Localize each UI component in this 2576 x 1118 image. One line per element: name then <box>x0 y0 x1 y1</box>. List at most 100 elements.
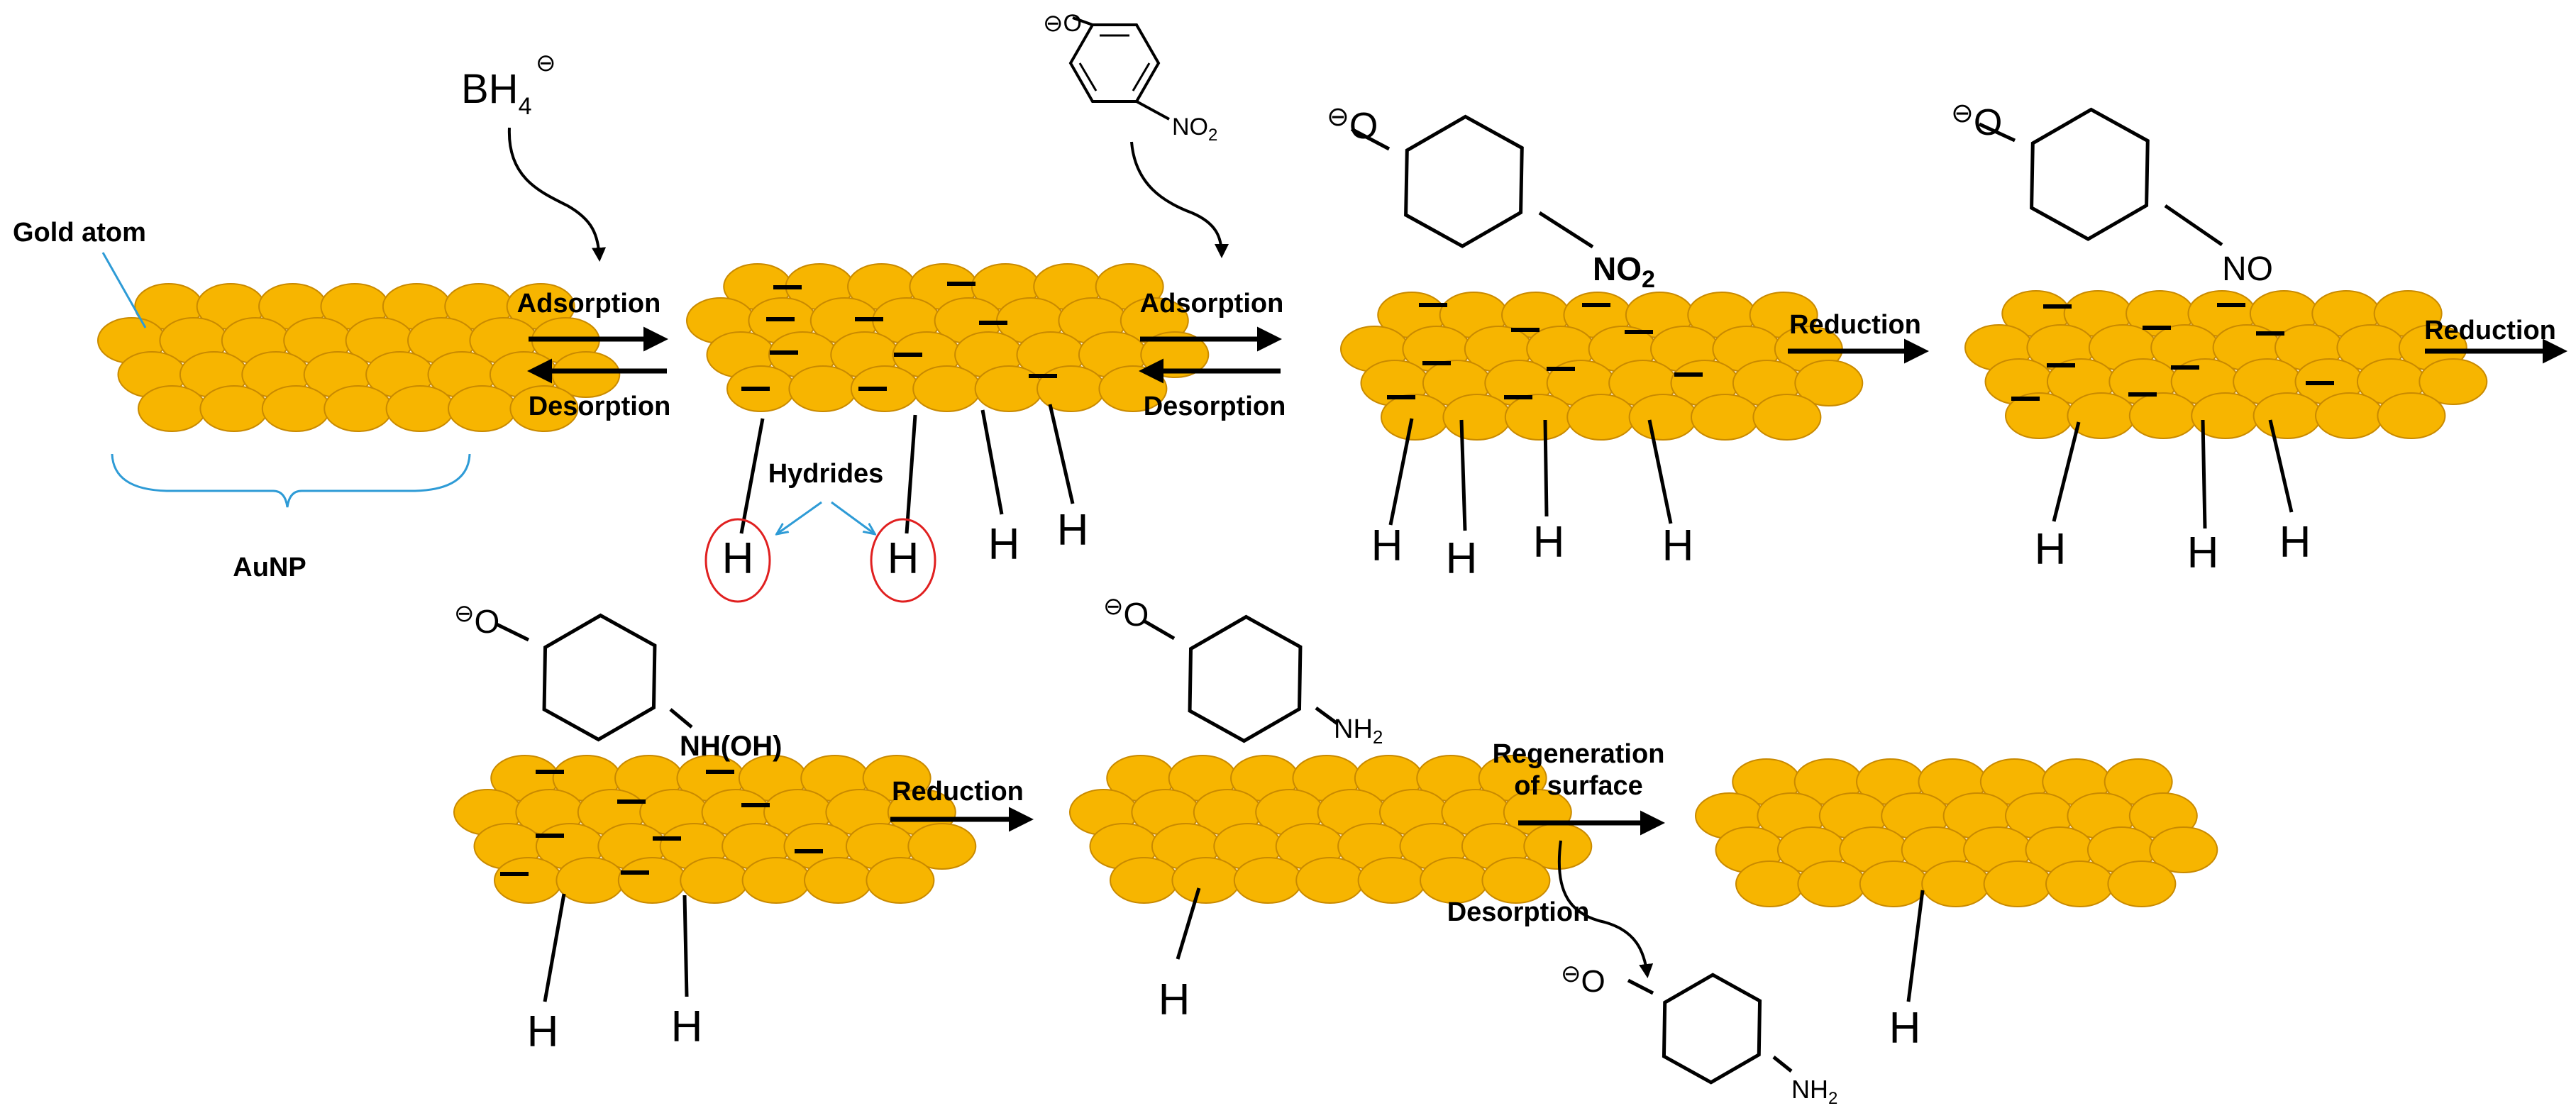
gold-atom <box>551 351 621 398</box>
gold-atom <box>509 385 579 432</box>
gold-atom <box>1921 860 1991 907</box>
ring-substituent-bond <box>669 708 693 729</box>
aunp-label: AuNP <box>233 553 306 582</box>
regeneration-label-line2: of surface <box>1514 771 1643 801</box>
hydrides-pointer-left <box>778 501 822 533</box>
ring-substituent-bond <box>1772 1056 1793 1073</box>
hydrogen-atom: H <box>2187 528 2219 577</box>
gold-atom <box>2315 392 2384 439</box>
gold-atom <box>1481 857 1551 904</box>
gold-atom <box>1381 394 1449 441</box>
equilibrium-arrows-2: Adsorption Desorption <box>1139 289 1286 421</box>
reduction-arrow-2: Reduction <box>2424 316 2567 364</box>
gold-atom <box>866 857 935 904</box>
hydride-bond <box>2268 419 2294 513</box>
ring-double-bond <box>1132 62 1151 92</box>
desorption-label-3: Desorption <box>1447 897 1590 927</box>
gold-atom <box>1859 860 1928 907</box>
gold-atom <box>1797 860 1867 907</box>
benzene-ring <box>1662 973 1762 1085</box>
gold-atom <box>680 857 749 904</box>
gold-atom <box>2419 358 2488 405</box>
borohydride-curved-arrow <box>507 127 607 262</box>
adsorbed-nitrophenolate: ⊖O NO2 <box>1327 102 1655 293</box>
benzene-ring <box>1188 614 1303 743</box>
hydride-bond <box>980 409 1004 515</box>
ring-substituent-bond <box>495 622 530 642</box>
gold-atom <box>974 365 1044 412</box>
gold-atom <box>1420 857 1488 904</box>
ring-double-bond <box>1078 62 1098 92</box>
nitrophenolate-curved-arrow <box>1130 141 1229 258</box>
adsorbed-hydroxylamine: ⊖O NH(OH) <box>454 600 782 762</box>
gold-atom <box>1752 394 1822 441</box>
hydride-bond <box>1647 419 1673 524</box>
reduction-arrow-3: Reduction <box>890 777 1034 832</box>
aminophenolate-product: ⊖O NH2 <box>1561 961 1837 1108</box>
hydride-bond <box>543 893 566 1002</box>
gold-atom <box>1566 394 1636 441</box>
gold-atom <box>138 385 206 432</box>
stage-hydride-surface: Hydrides <box>704 459 936 603</box>
nitroso-group: NO <box>2222 250 2273 288</box>
gold-atom <box>1628 394 1698 441</box>
amine-group-product: NH2 <box>1791 1075 1837 1108</box>
aunp-brace <box>111 453 471 508</box>
benzene-ring <box>542 613 657 742</box>
phenolate-oxygen: ⊖O <box>1043 10 1082 37</box>
gold-atom <box>2252 392 2322 439</box>
borohydride-group: BH4 ⊖ <box>461 50 607 262</box>
gold-atom <box>1295 857 1365 904</box>
hydride-bond <box>2052 421 2081 522</box>
gold-atom <box>2149 826 2218 873</box>
ring-substituent-bond <box>1315 706 1339 726</box>
nitrophenolate-free: ⊖O NO2 <box>1043 10 1229 258</box>
hydrogen-atom: H <box>988 520 1020 569</box>
gold-atom <box>1504 394 1574 441</box>
hydride-highlight-circle <box>704 518 771 603</box>
phenolate-oxygen: ⊖O <box>1327 102 1378 147</box>
hydrides-pointer-right <box>831 501 874 533</box>
gold-nanoparticle <box>1964 290 2488 439</box>
desorption-label-2: Desorption <box>1144 392 1286 421</box>
hydrides-label: Hydrides <box>768 459 884 489</box>
phenolate-oxygen: ⊖O <box>454 600 499 640</box>
equilibrium-arrows-1: Adsorption Desorption <box>517 289 671 421</box>
adsorbed-aminophenolate: ⊖O NH2 <box>1103 593 1383 748</box>
gold-atom <box>1037 365 1105 412</box>
borohydride-formula: BH4 <box>461 66 532 120</box>
ring-substituent-bond <box>1072 16 1093 26</box>
hydrogen-atom: H <box>671 1002 703 1051</box>
regeneration-label-line1: Regeneration <box>1493 739 1665 769</box>
ring-substituent-bond <box>1538 211 1594 249</box>
hydrogen-atom: H <box>888 534 919 583</box>
desorption-label-1: Desorption <box>529 392 671 421</box>
gold-atom <box>2128 392 2198 439</box>
gold-atom <box>1691 394 1759 441</box>
ring-substituent-bond <box>2164 204 2223 247</box>
stage-bare-aunp: Gold atom AuNP <box>13 218 471 582</box>
gold-atom <box>1983 860 2052 907</box>
gold-atom <box>494 857 563 904</box>
gold-atom <box>804 857 873 904</box>
hydride-bond <box>2201 419 2207 529</box>
regeneration-arrow: Regeneration of surface Desorption <box>1447 739 1665 978</box>
gold-atom <box>1110 857 1178 904</box>
hydride-bond <box>1388 418 1414 526</box>
gold-atom <box>2045 860 2114 907</box>
hydrogen-atom: H <box>2035 525 2067 574</box>
hydride-bond <box>682 895 689 997</box>
hydride-bond <box>1459 419 1467 531</box>
hydrogen-atom: H <box>1446 534 1478 583</box>
gold-atom <box>1442 394 1512 441</box>
adsorption-label-1: Adsorption <box>517 289 661 319</box>
gold-atom <box>385 385 455 432</box>
hydride-highlight-circle <box>870 518 936 603</box>
hydrogen-atom: H <box>1057 506 1089 555</box>
reduction-label-2: Reduction <box>2424 316 2556 345</box>
gold-atom-pointer <box>101 252 147 328</box>
phenolate-oxygen: ⊖O <box>1951 99 2002 143</box>
